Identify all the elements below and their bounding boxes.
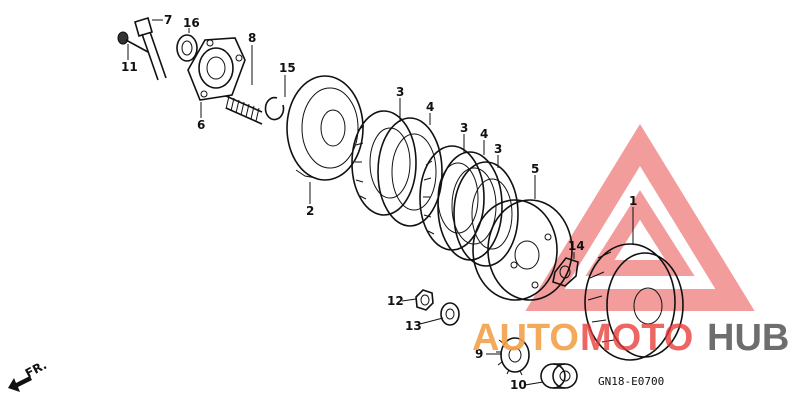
callout-16: 16 <box>183 16 200 30</box>
clutch-center-part-5 <box>472 199 573 301</box>
watermark-logo <box>525 123 755 311</box>
watermark-auto: AUTO <box>472 317 579 359</box>
callout-6: 6 <box>197 118 205 132</box>
callout-3b: 3 <box>460 121 468 135</box>
callout-14: 14 <box>568 239 585 253</box>
callout-9: 9 <box>475 347 483 361</box>
bushing-part-10 <box>540 363 578 389</box>
callout-11: 11 <box>121 60 138 74</box>
clutch-outer-part-1 <box>584 243 684 361</box>
callout-8: 8 <box>248 31 256 45</box>
pressure-plate-part-2 <box>286 75 364 181</box>
friction-disc-part-3a <box>351 110 417 216</box>
callout-2: 2 <box>306 204 314 218</box>
watermark-text: AUTO MOTO HUB <box>472 317 789 359</box>
clutch-spring-part-8 <box>225 95 263 125</box>
leader-lines <box>127 19 634 386</box>
front-direction-indicator: FR. <box>8 358 49 392</box>
gear-part-9 <box>496 337 530 376</box>
bolt-part-7 <box>134 16 167 81</box>
friction-disc-part-3c <box>453 161 519 267</box>
callout-4b: 4 <box>480 127 488 141</box>
callout-1: 1 <box>629 194 637 208</box>
callout-5: 5 <box>531 162 539 176</box>
nut-part-12 <box>415 289 434 311</box>
washer-part-13 <box>440 302 460 326</box>
callout-12: 12 <box>387 294 404 308</box>
callout-labels: 7 16 8 11 15 6 3 4 3 4 3 5 2 1 14 12 13 … <box>121 13 637 392</box>
watermark-hub: HUB <box>707 317 789 359</box>
callout-3a: 3 <box>396 85 404 99</box>
bolt-part-11 <box>117 31 149 53</box>
diagram-code: GN18-E0700 <box>598 375 664 388</box>
callout-4a: 4 <box>426 100 434 114</box>
snap-ring-part-15 <box>264 96 285 121</box>
callout-3c: 3 <box>494 142 502 156</box>
direction-label: FR. <box>23 358 49 381</box>
callout-7: 7 <box>164 13 172 27</box>
watermark-moto: MOTO <box>580 317 693 359</box>
callout-15: 15 <box>279 61 296 75</box>
callout-13: 13 <box>405 319 422 333</box>
collar-part-16 <box>176 34 198 62</box>
callout-10: 10 <box>510 378 527 392</box>
front-arrow-icon <box>8 376 32 392</box>
washer-part-14 <box>552 257 579 287</box>
clutch-plate-part-4a <box>377 117 443 227</box>
lifter-plate-part-6 <box>187 37 246 101</box>
